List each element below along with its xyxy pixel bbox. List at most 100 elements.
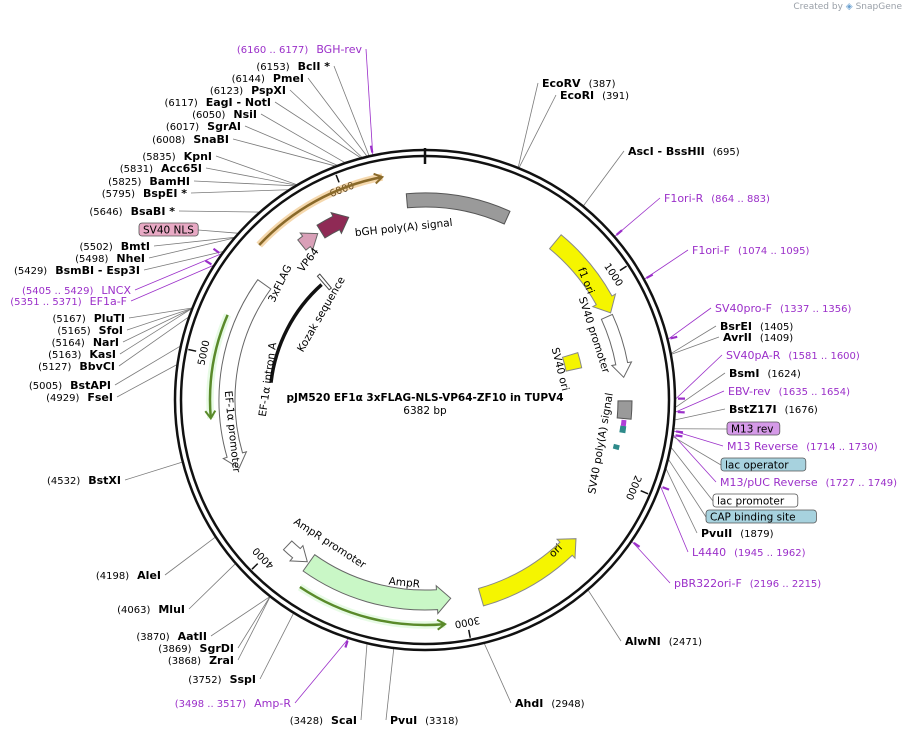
primer-bgh-rev[interactable]: (6160 .. 6177)BGH-rev xyxy=(237,43,374,155)
site-bstapi[interactable]: (5005)BstAPI xyxy=(29,346,180,392)
label-name: SspI xyxy=(230,673,256,686)
site-snabi[interactable]: (6008)SnaBI xyxy=(152,133,335,167)
primer-pbr322ori-f[interactable]: pBR322ori-F(2196 .. 2215) xyxy=(631,541,821,590)
primer-sv40pro-f[interactable]: SV40pro-F(1337 .. 1356) xyxy=(668,302,852,340)
feature-box-cap-binding-site[interactable]: CAP binding site xyxy=(668,459,817,524)
plasmid-size: 6382 bp xyxy=(403,405,447,417)
site-asci-bsshii[interactable]: AscI - BssHII(695) xyxy=(583,145,740,206)
primer-amp-r[interactable]: (3498 .. 3517)Amp-R xyxy=(175,638,349,710)
site-fsei[interactable]: (4929)FseI xyxy=(46,364,177,404)
site-nsii[interactable]: (6050)NsiI xyxy=(192,108,345,163)
label-name: SV40pA-R xyxy=(726,349,781,362)
site-pluti[interactable]: (5167)PluTI xyxy=(52,307,192,325)
site-pspxi[interactable]: (6123)PspXI xyxy=(210,84,362,158)
label-pos: (3752) xyxy=(188,675,221,686)
kozak-feature xyxy=(316,273,333,291)
label-name: F1ori-F xyxy=(692,244,730,257)
site-avrii[interactable]: AvrII(1409) xyxy=(671,331,793,355)
feature-box-m13-rev[interactable]: M13 rev xyxy=(674,421,781,436)
label-text: BsmI(1624) xyxy=(729,367,801,380)
label-text: (3869)SgrDI xyxy=(158,642,234,655)
label-name: L4440 xyxy=(692,546,726,559)
site-kasi[interactable]: (5163)KasI xyxy=(48,308,192,361)
site-nhei[interactable]: (5498)NheI xyxy=(75,237,234,265)
site-ecorv[interactable]: EcoRV(387) xyxy=(517,77,616,168)
site-bsmi[interactable]: BsmI(1624) xyxy=(675,367,801,408)
flag-feature xyxy=(297,232,319,251)
label-text: PvuI(3318) xyxy=(390,714,459,727)
site-bmti[interactable]: (5502)BmtI xyxy=(80,237,234,253)
label-pos: (6008) xyxy=(152,135,185,146)
primer-l4440[interactable]: L4440(1945 .. 1962) xyxy=(660,486,806,559)
site-bspei[interactable]: (5795)BspEI * xyxy=(102,187,288,200)
label-pos: (3868) xyxy=(168,656,201,667)
plasmid-title: pJM520 EF1α 3xFLAG-NLS-VP64-ZF10 in TUPV… xyxy=(286,392,563,404)
site-bsmbi-esp3i[interactable]: (5429)BsmBI - Esp3I xyxy=(14,251,223,277)
ampr-label: AmpR xyxy=(388,575,420,590)
label-name: BamHI xyxy=(149,175,190,188)
site-aatii[interactable]: (3870)AatII xyxy=(136,596,270,643)
label-text: (4198)AleI xyxy=(96,569,161,582)
site-pmei[interactable]: (6144)PmeI xyxy=(232,72,368,157)
site-bsabi[interactable]: (5646)BsaBI * xyxy=(89,205,259,218)
feature-box-lac-operator[interactable]: lac operator xyxy=(673,436,807,472)
label-name: EBV-rev xyxy=(728,385,771,398)
label-pos: (695) xyxy=(713,147,740,158)
site-mlui[interactable]: (4063)MluI xyxy=(117,563,236,616)
site-sfoi[interactable]: (5165)SfoI xyxy=(57,308,192,337)
primer-lncx[interactable]: (5405 .. 5429)LNCX xyxy=(22,247,221,297)
site-eagi-noti[interactable]: (6117)EagI - NotI xyxy=(164,96,361,158)
site-sspi[interactable]: (3752) SspI xyxy=(188,613,294,686)
label-pos: (5835) xyxy=(142,152,175,163)
label-pos: (3318) xyxy=(425,716,458,727)
primer-f1ori-r[interactable]: F1ori-R(864 .. 883) xyxy=(614,192,770,237)
label-pos: (6117) xyxy=(164,98,197,109)
label-text: AscI - BssHII(695) xyxy=(628,145,740,158)
site-kpni[interactable]: (5835)KpnI xyxy=(142,150,297,185)
label-name: Amp-R xyxy=(254,697,291,710)
site-pvuii[interactable]: PvuII(1879) xyxy=(665,468,774,540)
f1-ori-feature xyxy=(548,234,617,314)
site-ahdi[interactable]: AhdI(2948) xyxy=(484,643,585,710)
label-text: (5005)BstAPI xyxy=(29,379,111,392)
site-ecori[interactable]: EcoRI(391) xyxy=(518,89,629,168)
label-text: (4063)MluI xyxy=(117,603,185,616)
site-pvui[interactable]: PvuI(3318) xyxy=(385,648,459,727)
label-pos: (5498) xyxy=(75,254,108,265)
site-alei[interactable]: (4198)AleI xyxy=(96,537,216,582)
label-text: (6160 .. 6177)BGH-rev xyxy=(237,43,363,56)
primer-sv40pa-r[interactable]: SV40pA-R(1581 .. 1600) xyxy=(675,349,860,400)
site-nari[interactable]: (5164)NarI xyxy=(52,308,192,349)
primer-ef1a-f[interactable]: (5351 .. 5371)EF1a-F xyxy=(10,259,214,308)
label-pos: (1676) xyxy=(785,405,818,416)
label-name: LNCX xyxy=(101,284,131,297)
site-bamhi[interactable]: (5825)BamHI xyxy=(108,175,295,188)
site-sgrai[interactable]: (6017)SgrAI xyxy=(166,120,337,166)
label-text: BstZ17I(1676) xyxy=(729,403,818,416)
site-scai[interactable]: (3428)ScaI xyxy=(290,644,368,727)
label-name: BsaBI * xyxy=(131,205,176,218)
ef1-intron-label: EF-1α intron A xyxy=(257,341,279,418)
site-bbvci[interactable]: (5127)BbvCI xyxy=(38,317,189,373)
primer-f1ori-f[interactable]: F1ori-F(1074 .. 1095) xyxy=(644,244,810,280)
site-acc65i[interactable]: (5831)Acc65I xyxy=(120,162,296,186)
site-bstxi[interactable]: (4532)BstXI xyxy=(47,461,182,487)
site-alwni[interactable]: AlwNI(2471) xyxy=(588,590,702,648)
label-pos: (3870) xyxy=(136,632,169,643)
feature-box-lac-promoter[interactable]: lac promoter xyxy=(671,447,799,508)
primer-m13-reverse[interactable]: M13 Reverse(1714 .. 1730) xyxy=(673,430,878,453)
label-name: BspEI * xyxy=(143,187,187,200)
site-bstz17i[interactable]: BstZ17I(1676) xyxy=(675,403,818,421)
primer-ebv-rev[interactable]: EBV-rev(1635 .. 1654) xyxy=(675,385,850,414)
vp64-feature xyxy=(316,211,350,239)
site-sgrdi[interactable]: (3869)SgrDI xyxy=(158,596,270,655)
label-text: (6008)SnaBI xyxy=(152,133,229,146)
site-bsrei[interactable]: BsrEI(1405) xyxy=(671,320,794,354)
feature-box-sv40-nls[interactable]: SV40 NLS xyxy=(138,222,238,237)
label-name: PmeI xyxy=(273,72,304,85)
lac-operator-feature xyxy=(619,425,627,434)
site-bcli[interactable]: (6153)BclI * xyxy=(256,60,370,156)
site-zrai[interactable]: (3868)ZraI xyxy=(168,597,271,667)
label-pos: (4929) xyxy=(46,393,79,404)
primer-m13-puc-reverse[interactable]: M13/pUC Reverse(1727 .. 1749) xyxy=(673,434,898,489)
